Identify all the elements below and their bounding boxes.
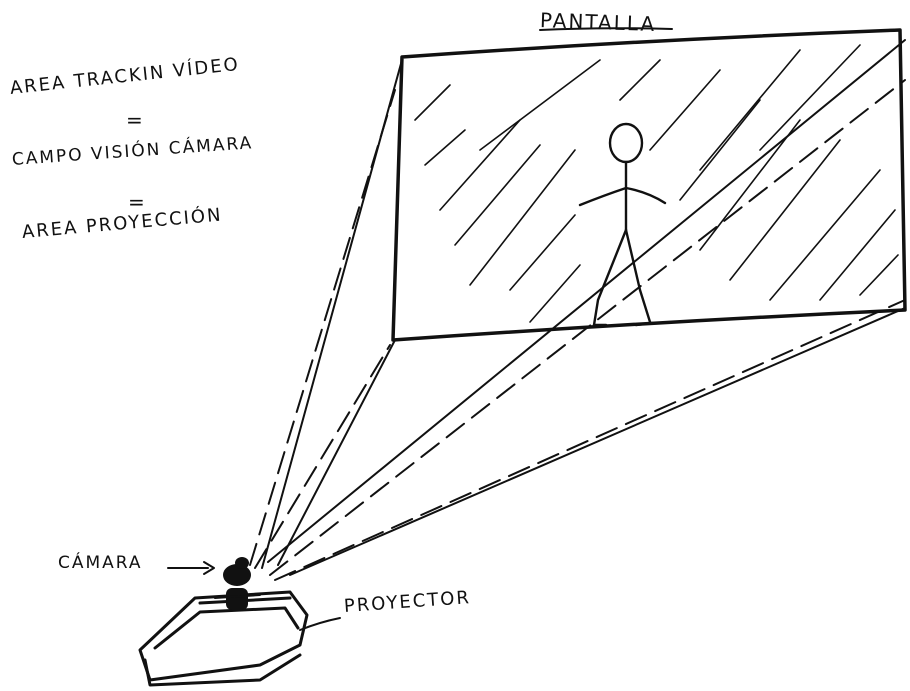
screen-label: PANTALLA <box>539 8 657 37</box>
screen <box>391 27 907 342</box>
camera-label: CÁMARA <box>58 553 143 573</box>
stick-figure <box>578 122 667 327</box>
equals-sign-1: = <box>126 108 145 132</box>
projector <box>138 590 309 687</box>
camera-arrow <box>167 561 215 575</box>
screen-hatching <box>414 44 899 323</box>
projection-lines <box>261 39 906 576</box>
equals-sign-2: = <box>128 190 147 214</box>
camera-field-dashed-lines <box>249 79 906 581</box>
projector-pointer <box>299 617 341 631</box>
camera <box>214 557 261 610</box>
